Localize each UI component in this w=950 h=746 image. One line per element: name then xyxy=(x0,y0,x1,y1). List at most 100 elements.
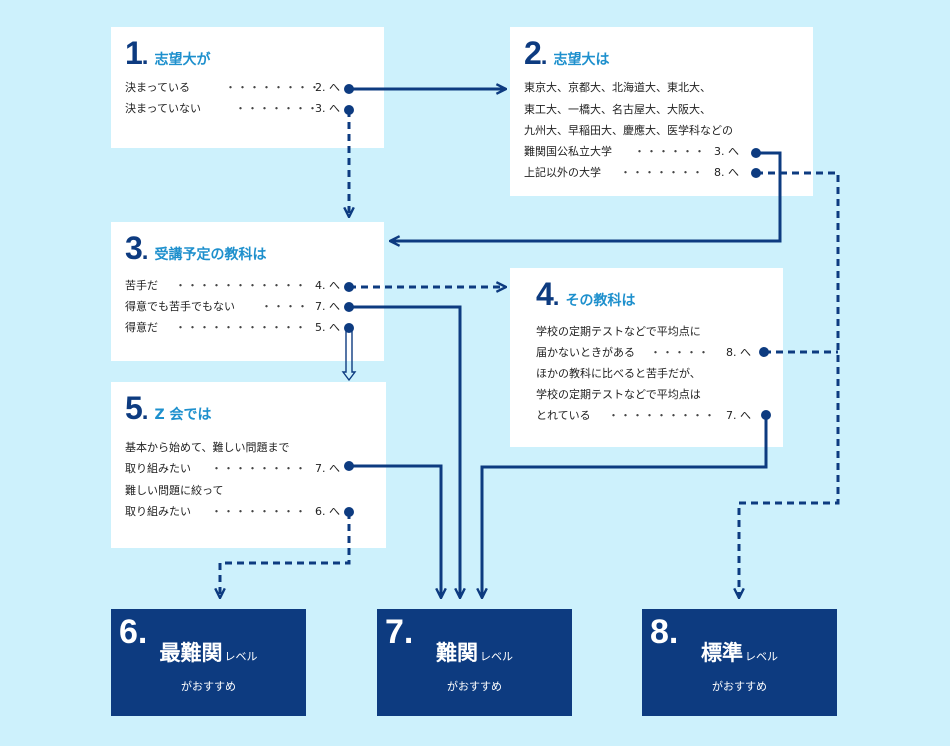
next-step: 8. へ xyxy=(726,346,751,359)
result-name: 難関 xyxy=(436,641,478,665)
endpoint-dot xyxy=(344,461,354,471)
next-step: 7. へ xyxy=(726,409,751,422)
endpoint-dot xyxy=(759,347,769,357)
connector-q4-to-r7 xyxy=(482,415,768,598)
question-4-heading: 4 . その教科は xyxy=(536,276,635,313)
option-label: 得意だ xyxy=(125,321,158,334)
next-step: 7. へ xyxy=(315,300,340,313)
result-level: レベル xyxy=(745,650,778,663)
next-step: 7. へ xyxy=(315,462,340,475)
result-title: 標準レベル xyxy=(642,637,837,667)
question-2-heading: 2 . 志望大は xyxy=(524,35,609,72)
result-number: 8. xyxy=(650,613,679,651)
question-1-box: 1 . 志望大が 決まっている ・・・・・・・・ 2. へ 決まっていない ・・… xyxy=(111,27,384,148)
result-subtitle: がおすすめ xyxy=(712,680,767,693)
question-number-dot: . xyxy=(141,398,149,425)
leader-dots: ・・・・・・・・・・・ xyxy=(175,321,307,334)
connector-q2-to-r8 xyxy=(739,171,840,598)
question-2-box: 2 . 志望大は 東京大、京都大、北海道大、東北大、 東工大、一橋大、名古屋大、… xyxy=(510,27,813,196)
leader-dots: ・・・・・・・・ xyxy=(211,505,307,518)
question-number-dot: . xyxy=(141,238,149,265)
text-line: ほかの教科に比べると苦手だが、 xyxy=(536,367,701,380)
question-number: 4 xyxy=(536,276,554,312)
option-label: 難関国公私立大学 xyxy=(524,145,612,158)
result-box-6: 6. 最難関レベル がおすすめ xyxy=(111,609,306,716)
question-title: 受講予定の教科は xyxy=(154,247,267,263)
question-title: Z 会では xyxy=(154,407,212,423)
result-number: 7. xyxy=(385,613,414,651)
question-number-dot: . xyxy=(141,43,149,70)
endpoint-dot xyxy=(344,302,354,312)
connector-q2-to-q3 xyxy=(390,151,782,241)
result-name: 標準 xyxy=(701,641,743,665)
text-line: 学校の定期テストなどで平均点は xyxy=(536,388,701,401)
question-4-box: 4 . その教科は 学校の定期テストなどで平均点に 届かないときがある ・・・・… xyxy=(510,268,783,447)
next-step: 2. へ xyxy=(315,81,340,94)
endpoint-dot xyxy=(344,323,354,333)
option-label: 決まっていない xyxy=(125,102,202,115)
text-line: 学校の定期テストなどで平均点に xyxy=(536,325,701,338)
text-line: 難しい問題に絞って xyxy=(125,484,224,497)
endpoint-dot xyxy=(751,168,761,178)
leader-dots: ・・・・ xyxy=(261,300,309,313)
leader-dots: ・・・・・ xyxy=(650,346,710,359)
result-name: 最難関 xyxy=(159,641,223,665)
next-step: 3. へ xyxy=(714,145,739,158)
question-3-heading: 3 . 受講予定の教科は xyxy=(125,230,266,267)
leader-dots: ・・・・・・ xyxy=(634,145,706,158)
leader-dots: ・・・・・・・・・ xyxy=(608,409,716,422)
connector-q5-to-r7 xyxy=(349,464,441,598)
option-label: 得意でも苦手でもない xyxy=(125,300,235,313)
leader-dots: ・・・・・・・・・・・ xyxy=(175,279,307,292)
text-line: 東工大、一橋大、名古屋大、大阪大、 xyxy=(524,103,711,116)
option-label: 取り組みたい xyxy=(125,505,191,518)
question-title: その教科は xyxy=(565,293,636,309)
question-title: 志望大は xyxy=(553,52,610,68)
leader-dots: ・・・・・・・ xyxy=(620,166,704,179)
option-label: 取り組みたい xyxy=(125,462,191,475)
question-5-heading: 5 . Z 会では xyxy=(125,390,212,427)
question-number: 1 xyxy=(125,35,143,71)
option-label: とれている xyxy=(536,409,591,422)
next-step: 6. へ xyxy=(315,505,340,518)
endpoint-dot xyxy=(761,410,771,420)
leader-dots: ・・・・・・・・ xyxy=(211,462,307,475)
connector-q5-to-r6 xyxy=(220,512,351,598)
text-line: 九州大、早稲田大、慶應大、医学科などの xyxy=(524,124,733,137)
result-title: 難関レベル xyxy=(377,637,572,667)
question-number: 3 xyxy=(125,230,143,266)
question-5-box: 5 . Z 会では 基本から始めて、難しい問題まで 取り組みたい ・・・・・・・… xyxy=(111,382,386,548)
question-number-dot: . xyxy=(540,43,548,70)
question-number: 5 xyxy=(125,390,143,426)
next-step: 8. へ xyxy=(714,166,739,179)
option-label: 決まっている xyxy=(125,81,191,94)
next-step: 3. へ xyxy=(315,102,340,115)
text-line: 東京大、京都大、北海道大、東北大、 xyxy=(524,81,711,94)
leader-dots: ・・・・・・・・ xyxy=(225,81,321,94)
endpoint-dot xyxy=(344,105,354,115)
option-label: 上記以外の大学 xyxy=(524,166,601,179)
endpoint-dot xyxy=(751,148,761,158)
endpoint-dot xyxy=(344,84,354,94)
result-title: 最難関レベル xyxy=(111,637,306,667)
question-1-heading: 1 . 志望大が xyxy=(125,35,210,72)
result-subtitle: がおすすめ xyxy=(447,680,502,693)
question-title: 志望大が xyxy=(154,52,211,68)
result-box-8: 8. 標準レベル がおすすめ xyxy=(642,609,837,716)
result-number: 6. xyxy=(119,613,148,651)
next-step: 5. へ xyxy=(315,321,340,334)
option-label: 届かないときがある xyxy=(536,346,635,359)
next-step: 4. へ xyxy=(315,279,340,292)
connector-q3-to-r7 xyxy=(349,305,460,598)
question-3-box: 3 . 受講予定の教科は 苦手だ ・・・・・・・・・・・ 4. へ 得意でも苦手… xyxy=(111,222,384,361)
option-label: 苦手だ xyxy=(125,279,158,292)
connector-q3-to-q5 xyxy=(341,328,357,382)
endpoint-dot xyxy=(344,507,354,517)
result-level: レベル xyxy=(480,650,513,663)
question-number: 2 xyxy=(524,35,542,71)
leader-dots: ・・・・・・・ xyxy=(235,102,319,115)
result-box-7: 7. 難関レベル がおすすめ xyxy=(377,609,572,716)
text-line: 基本から始めて、難しい問題まで xyxy=(125,441,290,454)
endpoint-dot xyxy=(344,282,354,292)
